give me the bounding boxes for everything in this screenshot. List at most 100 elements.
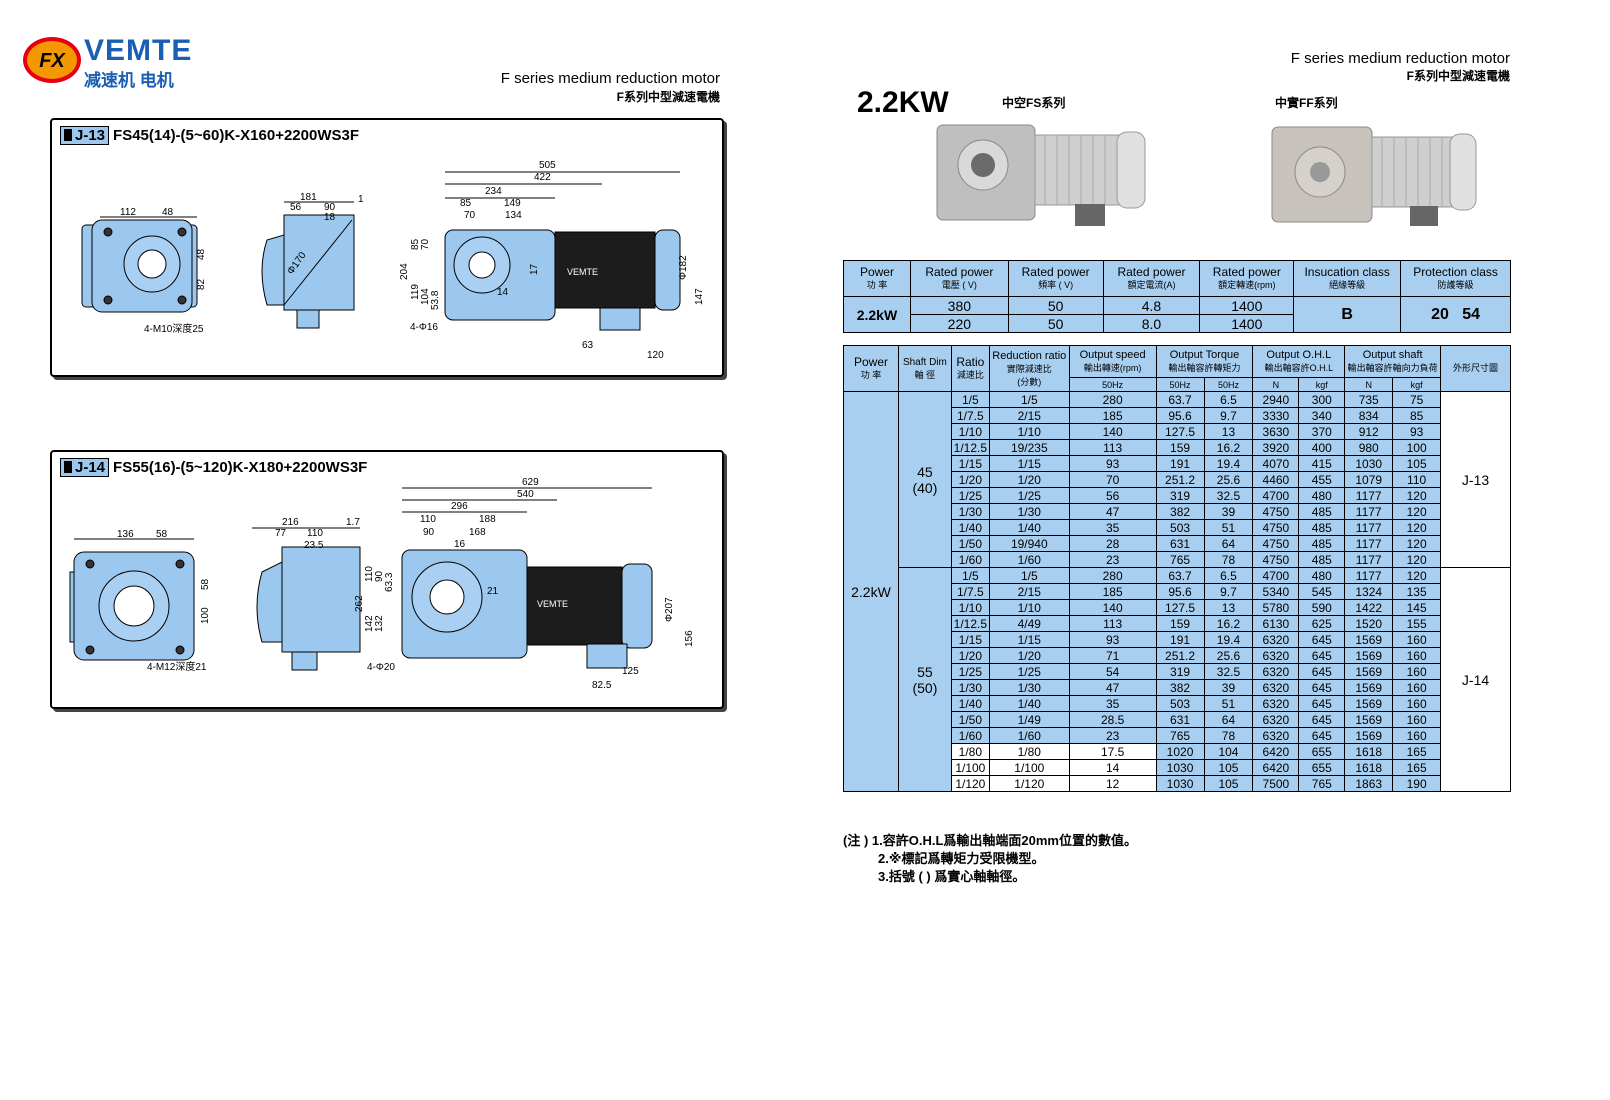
table-cell: 190: [1392, 775, 1442, 792]
table-cell: 47: [1068, 679, 1157, 696]
table-cell: 100: [1392, 439, 1442, 456]
table-cell: 485: [1298, 519, 1346, 536]
svg-text:21: 21: [487, 586, 499, 597]
svg-text:188: 188: [479, 514, 496, 525]
table-cell: 1/25: [988, 663, 1070, 680]
svg-text:90: 90: [423, 527, 435, 538]
table-cell: 1020: [1155, 743, 1205, 760]
table-cell: 220: [909, 314, 1009, 333]
table-cell: 1569: [1344, 631, 1394, 648]
table-cell: 735: [1344, 391, 1394, 408]
table-cell: 39: [1203, 679, 1254, 696]
svg-text:110: 110: [307, 528, 323, 539]
table-cell: 1569: [1344, 711, 1394, 728]
table-cell: 1/5: [950, 391, 990, 408]
table-cell: 655: [1298, 743, 1346, 760]
table-cell: 503: [1155, 519, 1205, 536]
table-cell: 16.2: [1203, 615, 1254, 632]
table-cell: 4700: [1252, 487, 1300, 504]
front-view: [81, 219, 198, 313]
table-cell: 160: [1392, 631, 1442, 648]
table-cell: 1/12.5: [950, 615, 990, 632]
table-cell: 1863: [1344, 775, 1394, 792]
svg-text:156: 156: [684, 630, 695, 647]
table-cell: 6320: [1252, 663, 1300, 680]
table-cell: 655: [1298, 759, 1346, 776]
table-cell: 480: [1298, 487, 1346, 504]
table-cell: 480: [1298, 567, 1346, 584]
table-cell: 159: [1155, 615, 1205, 632]
table-cell: 63.7: [1155, 567, 1205, 584]
table-cell: 1/30: [988, 503, 1070, 520]
hollow-motor-photo: [936, 124, 1146, 226]
table-cell: 105: [1203, 775, 1254, 792]
table-cell: 6320: [1252, 631, 1300, 648]
svg-text:23.5: 23.5: [304, 540, 324, 551]
table-cell: 645: [1298, 679, 1346, 696]
table-cell: 110: [1392, 471, 1442, 488]
table-cell: 113: [1068, 439, 1157, 456]
table-cell: 631: [1155, 535, 1205, 552]
table-cell: 135: [1392, 583, 1442, 600]
table-cell: 1/15: [950, 631, 990, 648]
svg-text:14: 14: [497, 287, 509, 298]
table-cell: 1/15: [950, 455, 990, 472]
table-cell: 300: [1298, 391, 1346, 408]
hollow-series-label: 中空FS系列: [1002, 96, 1066, 110]
svg-text:296: 296: [451, 501, 468, 512]
table-cell: 6320: [1252, 647, 1300, 664]
table-cell: 1177: [1344, 535, 1394, 552]
svg-text:63.3: 63.3: [384, 572, 395, 592]
table-cell: 1/15: [988, 455, 1070, 472]
table-cell: 1520: [1344, 615, 1394, 632]
note-line: (注 ) 1.容許O.H.L爲輸出軸端面20mm位置的數值。: [843, 833, 1137, 848]
table-cell: 4070: [1252, 455, 1300, 472]
table-cell: 370: [1298, 423, 1346, 440]
table-cell: 485: [1298, 535, 1346, 552]
table-cell: 159: [1155, 439, 1205, 456]
table-cell: 455: [1298, 471, 1346, 488]
table-cell: 400: [1298, 439, 1346, 456]
table-cell: 1/40: [950, 695, 990, 712]
main-view: [401, 549, 653, 669]
table-cell: 19.4: [1203, 455, 1254, 472]
table-cell: 64: [1203, 711, 1254, 728]
table-cell: 105: [1392, 455, 1442, 472]
unit-cell: 50Hz: [1068, 377, 1157, 392]
shaft-cell: 45(40): [897, 391, 952, 568]
table-cell: 1569: [1344, 727, 1394, 744]
table-cell: 64: [1203, 535, 1254, 552]
svg-text:4-M12深度21: 4-M12深度21: [147, 660, 207, 673]
table-cell: 280: [1068, 567, 1157, 584]
table-cell: 545: [1298, 583, 1346, 600]
table-cell: 160: [1392, 663, 1442, 680]
table-cell: 19/235: [988, 439, 1070, 456]
table-cell: 155: [1392, 615, 1442, 632]
table-cell: 4460: [1252, 471, 1300, 488]
table-cell: 19/940: [988, 535, 1070, 552]
table-cell: 51: [1203, 519, 1254, 536]
table-cell: 1/30: [950, 679, 990, 696]
svg-text:82.5: 82.5: [592, 680, 612, 691]
drawing-tag: J-13: [60, 126, 110, 145]
svg-text:422: 422: [534, 172, 551, 183]
table-cell: 23: [1068, 727, 1157, 744]
power-title: 2.2KW: [857, 86, 949, 119]
table-cell: 1/20: [988, 647, 1070, 664]
table-cell: 1/60: [950, 727, 990, 744]
svg-text:120: 120: [647, 350, 664, 361]
svg-text:4-Φ20: 4-Φ20: [367, 662, 395, 673]
table-cell: 503: [1155, 695, 1205, 712]
svg-text:1: 1: [358, 194, 364, 205]
svg-text:4-Φ16: 4-Φ16: [410, 322, 438, 333]
table-cell: 78: [1203, 727, 1254, 744]
table-cell: 120: [1392, 567, 1442, 584]
table-cell: 645: [1298, 711, 1346, 728]
